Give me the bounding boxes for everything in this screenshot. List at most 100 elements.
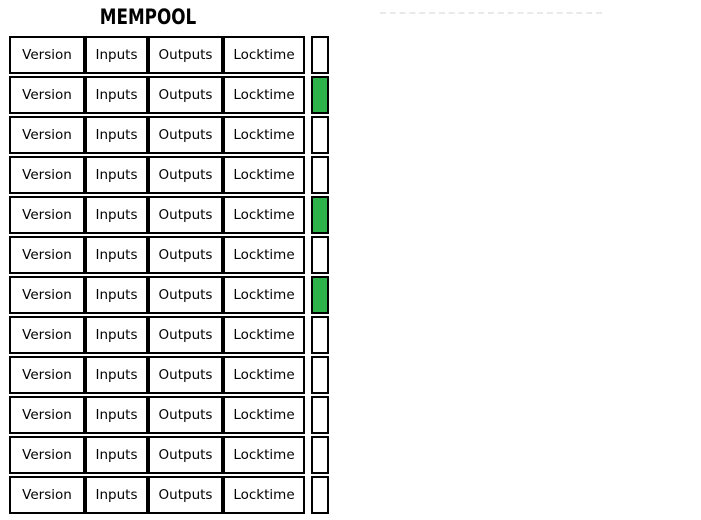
tx-field-label: Outputs xyxy=(158,247,213,263)
tx-field-box-locktime: Locktime xyxy=(223,316,305,354)
tx-field-box-inputs: Inputs xyxy=(85,36,148,74)
tx-field-label: Outputs xyxy=(158,287,213,303)
transaction-row: Version Inputs Outputs Locktime xyxy=(9,356,329,394)
tx-flag-box xyxy=(311,36,329,74)
tx-field-label: Inputs xyxy=(95,407,138,423)
tx-field-box-outputs: Outputs xyxy=(148,76,223,114)
transaction-row: Version Inputs Outputs Locktime xyxy=(9,316,329,354)
tx-field-box-outputs: Outputs xyxy=(148,236,223,274)
tx-field-label: Inputs xyxy=(95,247,138,263)
tx-field-box-locktime: Locktime xyxy=(223,476,305,514)
tx-field-box-inputs: Inputs xyxy=(85,356,148,394)
tx-field-box-outputs: Outputs xyxy=(148,116,223,154)
transaction-list: Version Inputs Outputs Locktime Version … xyxy=(9,36,329,516)
tx-field-label: Outputs xyxy=(158,167,213,183)
tx-field-label: Outputs xyxy=(158,487,213,503)
tx-field-label: Outputs xyxy=(158,47,213,63)
tx-field-label: Outputs xyxy=(158,207,213,223)
tx-field-label: Locktime xyxy=(233,47,295,63)
tx-field-label: Outputs xyxy=(158,87,213,103)
tx-flag-box xyxy=(311,436,329,474)
tx-field-label: Version xyxy=(22,487,72,503)
tx-field-box-inputs: Inputs xyxy=(85,116,148,154)
tx-field-label: Version xyxy=(22,327,72,343)
tx-field-label: Inputs xyxy=(95,327,138,343)
tx-flag-box xyxy=(311,156,329,194)
tx-field-label: Version xyxy=(22,407,72,423)
transaction-row: Version Inputs Outputs Locktime xyxy=(9,196,329,234)
tx-flag-box xyxy=(311,236,329,274)
transaction-row: Version Inputs Outputs Locktime xyxy=(9,116,329,154)
tx-field-box-inputs: Inputs xyxy=(85,476,148,514)
transaction-row: Version Inputs Outputs Locktime xyxy=(9,156,329,194)
tx-field-box-locktime: Locktime xyxy=(223,36,305,74)
tx-field-box-outputs: Outputs xyxy=(148,396,223,434)
tx-field-box-version: Version xyxy=(9,76,85,114)
tx-field-box-outputs: Outputs xyxy=(148,156,223,194)
tx-field-box-outputs: Outputs xyxy=(148,436,223,474)
tx-field-box-outputs: Outputs xyxy=(148,356,223,394)
tx-field-box-outputs: Outputs xyxy=(148,476,223,514)
tx-field-box-locktime: Locktime xyxy=(223,156,305,194)
tx-field-box-version: Version xyxy=(9,36,85,74)
tx-field-box-inputs: Inputs xyxy=(85,236,148,274)
tx-field-label: Locktime xyxy=(233,167,295,183)
tx-field-label: Locktime xyxy=(233,447,295,463)
tx-field-box-version: Version xyxy=(9,356,85,394)
tx-field-box-inputs: Inputs xyxy=(85,76,148,114)
tx-field-box-locktime: Locktime xyxy=(223,396,305,434)
tx-flag-box xyxy=(311,476,329,514)
tx-field-box-locktime: Locktime xyxy=(223,436,305,474)
tx-field-label: Version xyxy=(22,127,72,143)
tx-flag-box xyxy=(311,76,329,114)
tx-field-label: Locktime xyxy=(233,287,295,303)
tx-field-label: Inputs xyxy=(95,367,138,383)
tx-field-box-inputs: Inputs xyxy=(85,196,148,234)
tx-field-label: Version xyxy=(22,167,72,183)
transaction-row: Version Inputs Outputs Locktime xyxy=(9,396,329,434)
tx-field-label: Inputs xyxy=(95,447,138,463)
mempool-title: MEMPOOL xyxy=(99,5,197,29)
faint-dashed-line xyxy=(380,12,602,14)
transaction-row: Version Inputs Outputs Locktime xyxy=(9,436,329,474)
tx-field-label: Outputs xyxy=(158,327,213,343)
tx-field-box-inputs: Inputs xyxy=(85,276,148,314)
transaction-row: Version Inputs Outputs Locktime xyxy=(9,76,329,114)
transaction-row: Version Inputs Outputs Locktime xyxy=(9,276,329,314)
tx-field-box-locktime: Locktime xyxy=(223,356,305,394)
tx-field-label: Version xyxy=(22,367,72,383)
tx-field-label: Inputs xyxy=(95,167,138,183)
tx-field-label: Version xyxy=(22,47,72,63)
tx-field-box-inputs: Inputs xyxy=(85,396,148,434)
tx-field-box-outputs: Outputs xyxy=(148,36,223,74)
tx-flag-box xyxy=(311,196,329,234)
tx-flag-box xyxy=(311,116,329,154)
tx-field-label: Inputs xyxy=(95,487,138,503)
tx-field-label: Locktime xyxy=(233,367,295,383)
tx-field-box-outputs: Outputs xyxy=(148,196,223,234)
tx-field-box-version: Version xyxy=(9,316,85,354)
tx-flag-box xyxy=(311,396,329,434)
tx-field-box-locktime: Locktime xyxy=(223,76,305,114)
tx-flag-box xyxy=(311,276,329,314)
transaction-row: Version Inputs Outputs Locktime xyxy=(9,36,329,74)
tx-field-box-locktime: Locktime xyxy=(223,276,305,314)
tx-field-label: Locktime xyxy=(233,207,295,223)
tx-field-box-inputs: Inputs xyxy=(85,156,148,194)
tx-field-label: Inputs xyxy=(95,127,138,143)
tx-flag-box xyxy=(311,356,329,394)
tx-field-box-version: Version xyxy=(9,156,85,194)
tx-field-label: Inputs xyxy=(95,87,138,103)
tx-field-box-version: Version xyxy=(9,116,85,154)
tx-field-label: Inputs xyxy=(95,207,138,223)
tx-field-label: Outputs xyxy=(158,127,213,143)
tx-field-label: Outputs xyxy=(158,447,213,463)
tx-field-label: Version xyxy=(22,247,72,263)
tx-field-box-inputs: Inputs xyxy=(85,436,148,474)
tx-field-label: Inputs xyxy=(95,47,138,63)
tx-field-box-inputs: Inputs xyxy=(85,316,148,354)
tx-field-label: Locktime xyxy=(233,127,295,143)
tx-field-label: Locktime xyxy=(233,87,295,103)
tx-field-label: Version xyxy=(22,87,72,103)
